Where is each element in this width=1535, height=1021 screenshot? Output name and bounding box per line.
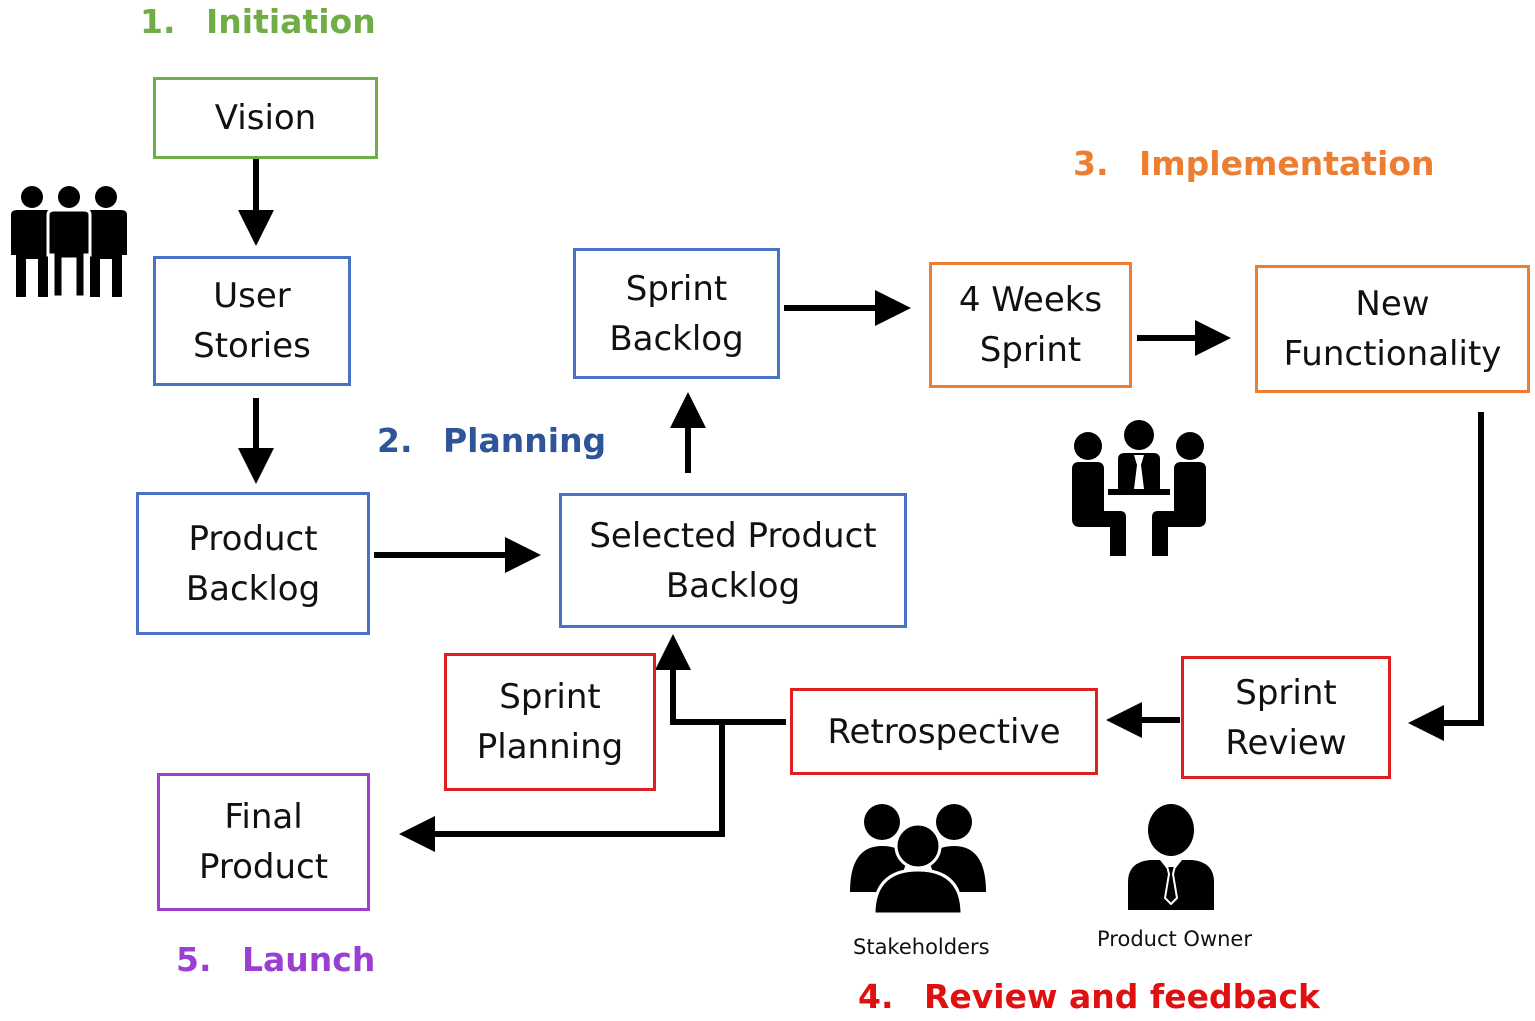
phase-implementation: 3. Implementation [1073,144,1435,183]
box-label-line1: Final [224,797,303,837]
box-label-line2: Stories [193,326,311,366]
final-product-box: Final Product [157,773,370,911]
box-label: Retrospective [827,711,1061,752]
phase-review: 4. Review and feedback [858,977,1320,1016]
phase-label: Implementation [1139,144,1435,183]
phase-number: 1. [140,2,176,41]
box-label-line2: Backlog [665,565,801,606]
box-label-line2: Backlog [185,568,321,609]
phase-initiation: 1. Initiation [140,2,376,41]
arrow-retrospective-to-final-product [399,722,725,852]
retrospective-box: Retrospective [790,688,1098,775]
phase-number: 4. [858,977,894,1016]
phase-label: Initiation [206,2,376,41]
box-label-line1: New [1355,284,1430,324]
stakeholders-icon [850,804,986,916]
vision-box: Vision [153,77,378,159]
box-label-line2: Product [198,847,329,887]
phase-label: Launch [242,940,376,979]
four-weeks-sprint-box: 4 Weeks Sprint [929,262,1132,388]
meeting-icon [1072,420,1206,556]
user-stories-box: User Stories [153,256,351,386]
box-label-line2: Planning [476,727,624,767]
stakeholders-caption: Stakeholders [853,935,990,959]
phase-number: 5. [176,940,212,979]
phase-planning: 2. Planning [377,421,606,460]
box-label-line1: Product [188,518,318,559]
box-label-line1: Sprint [625,268,728,309]
phase-number: 3. [1073,144,1109,183]
arrow-retrospective-to-selected [655,634,786,725]
phase-label: Planning [443,421,607,460]
phase-label: Review and feedback [924,977,1320,1016]
box-label-line1: 4 Weeks [958,280,1103,320]
box-label-line1: User [213,276,291,316]
box-label-line2: Sprint [979,330,1082,370]
team-icon [11,186,127,299]
product-backlog-box: Product Backlog [136,492,370,635]
box-label-line1: Sprint [499,677,601,717]
box-label-line2: Functionality [1283,334,1502,374]
sprint-planning-box: Sprint Planning [444,653,656,791]
sprint-review-box: Sprint Review [1181,656,1391,779]
arrow-new-functionality-to-sprint-review [1408,412,1484,741]
product-owner-icon [1128,804,1214,910]
phase-number: 2. [377,421,413,460]
new-functionality-box: New Functionality [1255,265,1530,393]
box-label: Vision [214,98,317,138]
box-label-line1: Selected Product [589,515,877,556]
product-owner-caption: Product Owner [1097,927,1252,951]
phase-launch: 5. Launch [176,940,375,979]
box-label-line2: Review [1225,722,1347,763]
box-label-line1: Sprint [1235,672,1337,713]
sprint-backlog-box: Sprint Backlog [573,248,780,379]
selected-product-backlog-box: Selected Product Backlog [559,493,907,628]
box-label-line2: Backlog [609,318,744,359]
